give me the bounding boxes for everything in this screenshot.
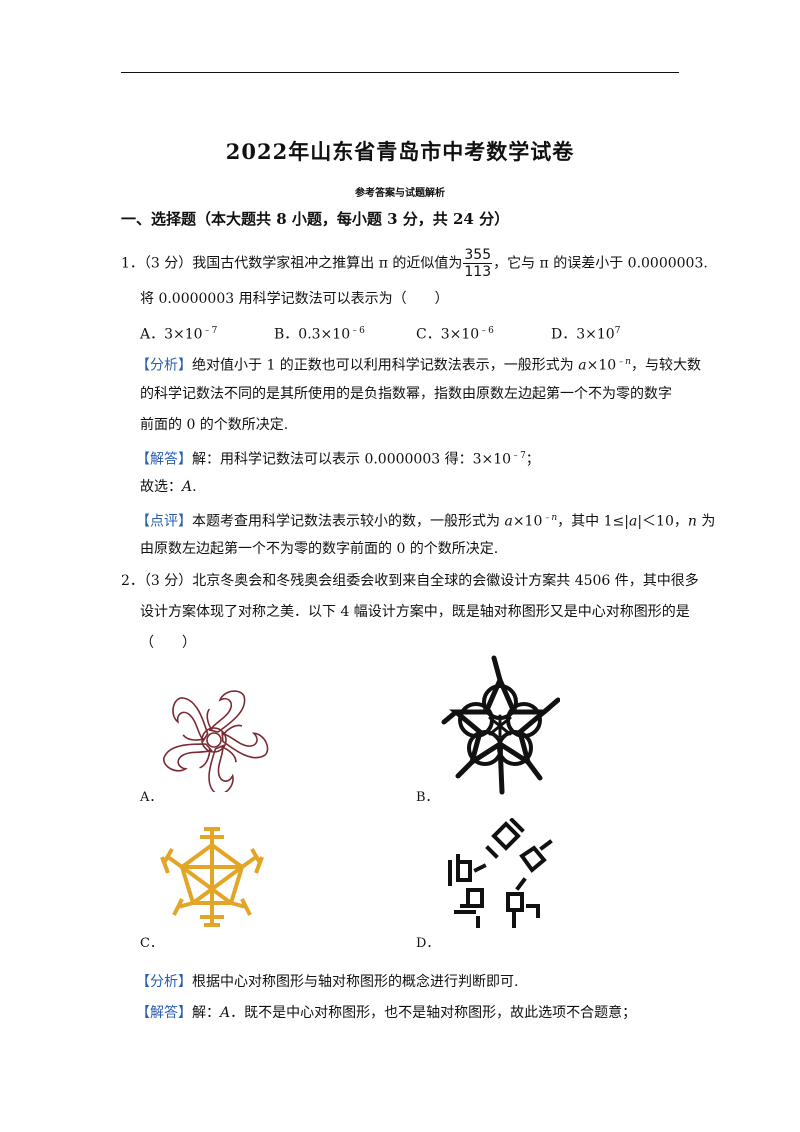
q1-choice-letter: A — [182, 479, 193, 495]
q1-comment-var2: a — [628, 513, 638, 530]
q1-answer-exp: ﹣7 — [511, 451, 526, 461]
q1-option-c-label: C． — [416, 326, 441, 343]
q2-analysis-tag: 【分析】 — [136, 974, 192, 990]
q2-answer: 【解答】解：A．既不是中心对称图形，也不是轴对称图形，故此选项不合题意； — [136, 1003, 636, 1023]
q2-analysis: 【分析】根据中心对称图形与轴对称图形的概念进行判断即可. — [136, 972, 518, 992]
q1-fraction-denominator: 113 — [464, 264, 492, 280]
q2-answer-letter: A — [220, 1005, 231, 1021]
q2-option-c-label: C． — [140, 936, 163, 951]
q1-analysis-line1: 【分析】绝对值小于 1 的正数也可以利用科学记数法表示，一般形式为 a×10﹣n… — [136, 352, 701, 376]
q2-answer-tag: 【解答】 — [136, 1005, 192, 1021]
q1-line2: 将 0.0000003 用科学记数法可以表示为（ ） — [140, 291, 449, 307]
page-title: 2022年山东省青岛市中考数学试卷 — [225, 139, 575, 164]
q1-analysis-text-a: 绝对值小于 1 的正数也可以利用科学记数法表示，一般形式为 — [192, 357, 579, 374]
q1-comment-line2: 由原数左边起第一个不为零的数字前面的 0 的个数所决定. — [140, 541, 499, 557]
q1-option-c: C．3×10﹣6 — [416, 321, 494, 345]
figure-b-star-snowflake — [441, 655, 560, 795]
section-heading: 一、选择题（本大题共 8 小题，每小题 3 分，共 24 分） — [121, 210, 510, 228]
q1-comment-var: a — [504, 513, 513, 530]
page-subtitle: 参考答案与试题解析 — [355, 188, 445, 199]
q1-option-a: A．3×10﹣7 — [140, 321, 217, 345]
q1-comment-times: ×10 — [512, 513, 543, 530]
q1-choice-prefix: 故选： — [140, 479, 182, 495]
q1-option-d: D．3×107 — [551, 321, 620, 345]
q1-analysis-text-b: ，与较大数 — [630, 357, 701, 374]
q1-analysis-tag: 【分析】 — [136, 357, 192, 374]
q1-line1-prefix: 1．（3 分）我国古代数学家祖冲之推算出 π 的近似值为 — [121, 255, 463, 272]
q1-answer-tag: 【解答】 — [136, 451, 192, 468]
q1-option-d-exp: 7 — [614, 326, 621, 336]
q1-choice: 故选：A. — [140, 477, 197, 497]
q2-option-b-label: B． — [416, 790, 439, 805]
q2-option-a-label: A． — [140, 790, 163, 805]
figure-d-angular-glyphs — [448, 818, 553, 928]
q2-line1: 2．（3 分）北京冬奥会和冬残奥会组委会收到来自全球的会徽设计方案共 4506 … — [121, 573, 699, 589]
q1-option-c-base: 3×10 — [440, 326, 480, 343]
q1-option-a-base: 3×10 — [164, 326, 203, 343]
q1-fraction-numerator: 355 — [463, 247, 493, 264]
q2-line2: 设计方案体现了对称之美．以下 4 幅设计方案中，既是轴对称图形又是中心对称图形的… — [140, 604, 690, 620]
q2-answer-prefix: 解： — [192, 1005, 220, 1021]
q1-analysis-line3: 前面的 0 的个数所决定. — [140, 417, 289, 433]
q1-option-a-exp: ﹣7 — [202, 326, 218, 336]
figure-a-pinwheel — [159, 690, 270, 792]
q1-option-d-label: D． — [551, 326, 577, 343]
q1-option-b: B．0.3×10﹣6 — [274, 321, 365, 345]
q1-option-b-label: B． — [274, 326, 299, 343]
q1-analysis-var: a — [578, 357, 587, 374]
q1-comment-text-d: 为 — [696, 513, 716, 530]
q1-answer-end: ； — [525, 451, 540, 468]
q1-option-d-base: 3×10 — [576, 326, 615, 343]
header-rule — [121, 72, 679, 73]
q2-analysis-text: 根据中心对称图形与轴对称图形的概念进行判断即可. — [192, 974, 519, 990]
q1-option-b-base: 0.3×10 — [298, 326, 351, 343]
q1-analysis-exp: ﹣n — [616, 357, 631, 367]
q1-answer: 【解答】解：用科学记数法可以表示 0.0000003 得：3×10﹣7； — [136, 446, 540, 470]
q1-option-a-label: A． — [140, 326, 165, 343]
q1-comment-text-b: ，其中 1≤| — [557, 513, 629, 530]
q1-option-c-exp: ﹣6 — [479, 326, 494, 336]
q1-comment-exp: ﹣n — [542, 513, 558, 523]
q1-comment-tag: 【点评】 — [136, 513, 192, 530]
q1-analysis-times: ×10 — [586, 357, 617, 374]
q1-comment-text-a: 本题考查用科学记数法表示较小的数，一般形式为 — [192, 513, 505, 530]
q1-answer-text: 解：用科学记数法可以表示 0.0000003 得：3×10 — [192, 451, 512, 468]
q2-line3: （ ） — [140, 635, 196, 651]
q1-comment-var3: n — [687, 513, 697, 530]
q1-line1-suffix: ，它与 π 的误差小于 0.0000003. — [493, 255, 708, 272]
q1-analysis-line2: 的科学记数法不同的是其所使用的是负指数幂，指数由原数左边起第一个不为零的数字 — [140, 386, 672, 402]
q2-answer-text: ．既不是中心对称图形，也不是轴对称图形，故此选项不合题意； — [230, 1005, 637, 1021]
figure-c-pentagon-emblem — [160, 827, 264, 927]
q1-choice-end: . — [192, 479, 197, 495]
q1-option-b-exp: ﹣6 — [350, 326, 365, 336]
q1-comment-line1: 【点评】本题考查用科学记数法表示较小的数，一般形式为 a×10﹣n，其中 1≤|… — [136, 508, 715, 532]
q1-comment-text-c: |＜10， — [637, 513, 688, 530]
q2-option-d-label: D． — [416, 936, 440, 951]
